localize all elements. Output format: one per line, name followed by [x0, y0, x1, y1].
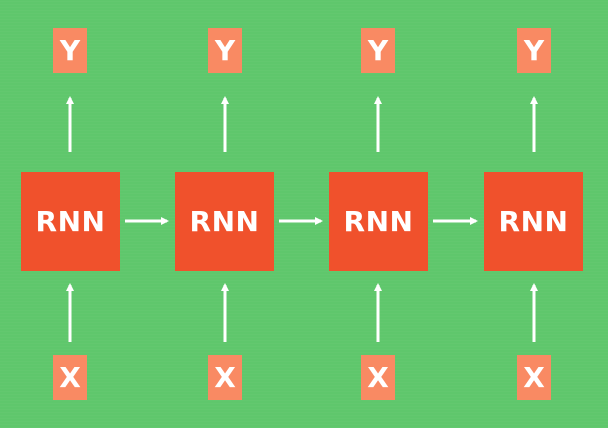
- output-y-2: Y: [208, 28, 242, 73]
- output-y-3: Y: [361, 28, 395, 73]
- input-x-2: X: [208, 355, 242, 400]
- input-x-4: X: [517, 355, 551, 400]
- rnn-cell-4: RNN: [484, 172, 583, 271]
- input-x-3: X: [361, 355, 395, 400]
- input-x-1: X: [53, 355, 87, 400]
- rnn-cell-1: RNN: [21, 172, 120, 271]
- rnn-cell-2: RNN: [175, 172, 274, 271]
- output-y-4: Y: [517, 28, 551, 73]
- rnn-cell-3: RNN: [329, 172, 428, 271]
- output-y-1: Y: [53, 28, 87, 73]
